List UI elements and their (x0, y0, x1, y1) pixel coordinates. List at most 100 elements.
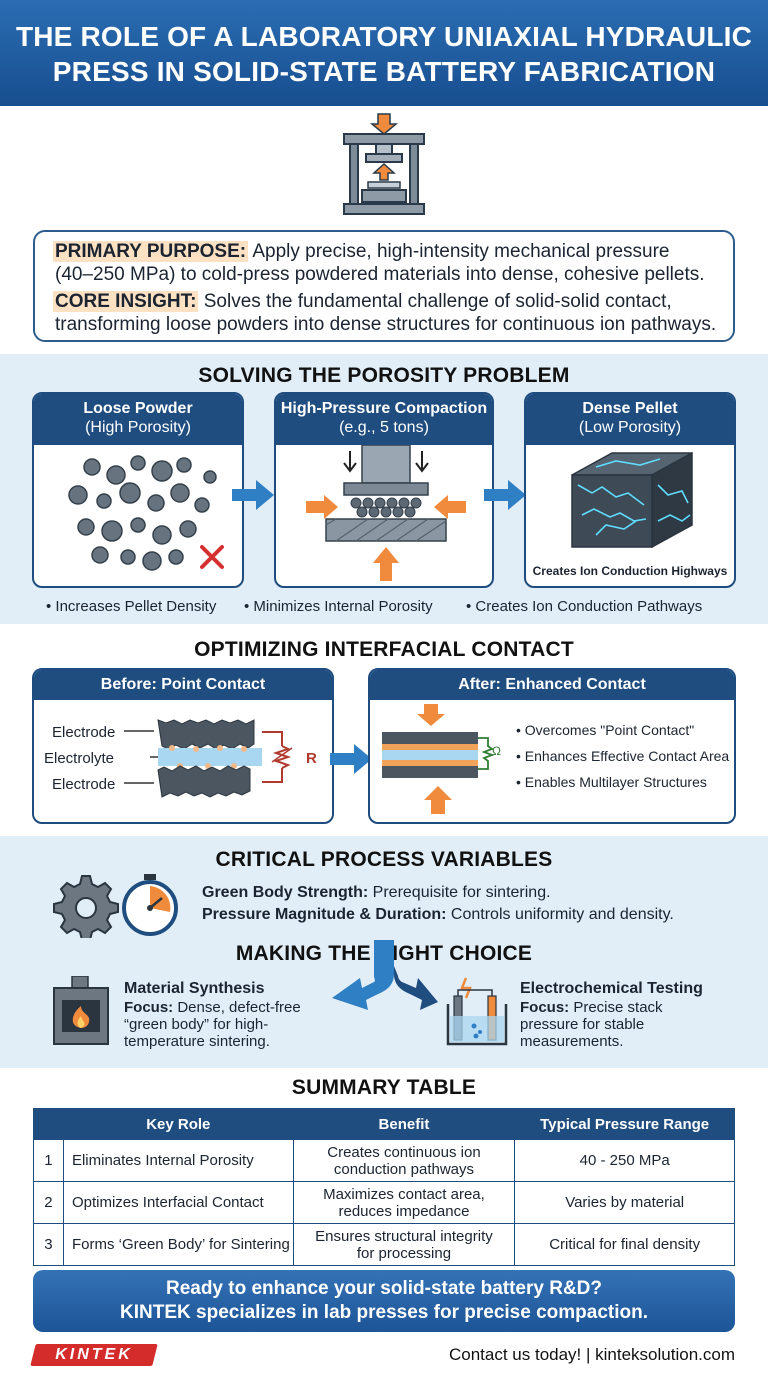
compaction-illustration (306, 444, 466, 581)
row-key-role: Forms ‘Green Body’ for Sintering (62, 1223, 294, 1266)
row-pressure-range: Varies by material (514, 1181, 735, 1224)
electrochemical-line-3: measurements. (520, 1033, 624, 1050)
arrow-right-icon (330, 744, 372, 774)
purpose-box: PRIMARY PURPOSE: Apply precise, high-int… (33, 230, 735, 342)
dense-pellet-panel: Dense Pellet (Low Porosity) Creates Ion … (524, 392, 736, 588)
electrode-top-label: Electrode (52, 724, 116, 741)
material-synthesis-focus: Focus: Dense, defect-free “green body” f… (124, 999, 301, 1050)
cta-line-2: KINTEK specializes in lab presses for pr… (120, 1302, 648, 1323)
gear-and-stopwatch-icons (53, 874, 178, 938)
interfacial-section-title: OPTIMIZING INTERFACIAL CONTACT (194, 638, 574, 661)
gear-icon (53, 875, 119, 938)
row-benefit-line-1: Maximizes contact area, (323, 1185, 485, 1203)
dense-pellet-title: Dense Pellet (582, 400, 678, 417)
hydraulic-press-icon (343, 113, 425, 215)
material-synthesis-focus-label: Focus: (124, 999, 174, 1016)
after-contact-header: After: Enhanced Contact (370, 670, 734, 700)
stopwatch-icon (122, 874, 178, 936)
variable-2-label: Pressure Magnitude & Duration: (202, 906, 447, 923)
ohm-label: Ω (492, 744, 501, 758)
arrow-right-icon (484, 480, 526, 510)
compaction-panel: High-Pressure Compaction (e.g., 5 tons) (274, 392, 494, 588)
furnace-icon (53, 976, 109, 1045)
loose-powder-header: Loose Powder (High Porosity) (34, 394, 242, 445)
title-line-2: PRESS IN SOLID-STATE BATTERY FABRICATION (52, 56, 716, 87)
ion-highways-caption: Creates Ion Conduction Highways (532, 564, 728, 578)
row-key-role: Eliminates Internal Porosity (62, 1139, 294, 1182)
kintek-logo[interactable]: KINTEK (30, 1344, 158, 1366)
electrochemical-cell-icon (446, 977, 508, 1046)
porosity-section: SOLVING THE POROSITY PROBLEM Loose Powde… (0, 354, 768, 624)
variables-section-title: CRITICAL PROCESS VARIABLES (215, 848, 553, 871)
variable-1-label: Green Body Strength: (202, 884, 369, 901)
core-insight-text-1: Solves the fundamental challenge of soli… (203, 291, 672, 312)
page-title: THE ROLE OF A LABORATORY UNIAXIAL HYDRAU… (0, 19, 768, 89)
core-insight-line-1: CORE INSIGHT: Solves the fundamental cha… (53, 290, 672, 313)
row-benefit-line-2: for processing (356, 1244, 452, 1262)
variable-item-1: Green Body Strength: Prerequisite for si… (202, 884, 551, 902)
row-number: 3 (33, 1223, 64, 1266)
summary-table-title: SUMMARY TABLE (291, 1076, 477, 1099)
dense-pellet-cube-illustration (571, 451, 693, 549)
porosity-bullet-1: • Increases Pellet Density (46, 598, 217, 615)
core-insight-text-2: transforming loose powders into dense st… (55, 314, 717, 335)
material-synthesis-title: Material Synthesis (124, 980, 265, 997)
loose-powder-panel: Loose Powder (High Porosity) (32, 392, 244, 588)
electrolyte-label: Electrolyte (44, 750, 115, 767)
interfacial-bullet-1: • Overcomes "Point Contact" (516, 722, 695, 738)
before-contact-panel: Before: Point Contact Electrode Electrol… (32, 668, 334, 824)
cta-line-1: Ready to enhance your solid-state batter… (165, 1278, 603, 1299)
arrow-right-icon (232, 480, 274, 510)
primary-purpose-text-1: Apply precise, high-intensity mechanical… (252, 241, 670, 262)
primary-purpose-text-2: (40–250 MPa) to cold-press powdered mate… (55, 264, 705, 285)
interfacial-bullet-2: • Enhances Effective Contact Area (516, 748, 730, 764)
material-synthesis-line-3: temperature sintering. (124, 1033, 270, 1050)
table-header-row: Key Role Benefit Typical Pressure Range (33, 1108, 735, 1140)
cross-icon (200, 545, 224, 569)
cta-banner[interactable]: Ready to enhance your solid-state batter… (33, 1270, 735, 1332)
table-row: 3 Forms ‘Green Body’ for Sintering Ensur… (33, 1223, 735, 1266)
row-benefit-line-1: Ensures structural integrity (315, 1227, 493, 1245)
title-banner: THE ROLE OF A LABORATORY UNIAXIAL HYDRAU… (0, 0, 768, 106)
primary-purpose-line-1: PRIMARY PURPOSE: Apply precise, high-int… (53, 240, 669, 263)
electrochemical-focus-label: Focus: (520, 999, 570, 1016)
before-contact-title: Before: Point Contact (100, 676, 266, 693)
after-contact-panel: After: Enhanced Contact Ω • Overcomes "P… (368, 668, 736, 824)
compaction-subtitle: (e.g., 5 tons) (339, 419, 429, 436)
material-synthesis-line-1: Dense, defect-free (173, 999, 301, 1016)
compaction-title: High-Pressure Compaction (280, 400, 488, 417)
table-header-key-role: Key Role (62, 1108, 294, 1140)
variable-item-2: Pressure Magnitude & Duration: Controls … (202, 906, 674, 924)
table-header-benefit: Benefit (292, 1108, 516, 1140)
row-benefit: Maximizes contact area,reduces impedance (292, 1181, 516, 1224)
variable-2-text: Controls uniformity and density. (446, 906, 674, 923)
primary-purpose-label: PRIMARY PURPOSE: (53, 241, 249, 262)
variable-1-text: Prerequisite for sintering. (368, 884, 551, 901)
before-contact-header: Before: Point Contact (34, 670, 332, 700)
title-line-1: THE ROLE OF A LABORATORY UNIAXIAL HYDRAU… (15, 21, 753, 52)
row-key-role: Optimizes Interfacial Contact (62, 1181, 294, 1224)
row-number: 2 (33, 1181, 64, 1224)
electrochemical-line-2: pressure for stable (520, 1016, 645, 1033)
table-row: 2 Optimizes Interfacial Contact Maximize… (33, 1181, 735, 1224)
point-contact-illustration (124, 719, 293, 798)
row-benefit-line-2: reduces impedance (338, 1202, 470, 1220)
electrochemical-testing-focus: Focus: Precise stack pressure for stable… (520, 999, 663, 1050)
loose-powder-illustration (68, 455, 224, 571)
table-header-pressure-range: Typical Pressure Range (514, 1108, 735, 1140)
summary-table: Key Role Benefit Typical Pressure Range … (33, 1108, 735, 1266)
enhanced-contact-illustration (382, 704, 495, 814)
row-benefit-line-2: conduction pathways (333, 1160, 475, 1178)
core-insight-label: CORE INSIGHT: (53, 291, 199, 312)
material-synthesis-line-2: “green body” for high- (124, 1016, 269, 1033)
row-benefit-line-1: Creates continuous ion (327, 1143, 481, 1161)
loose-powder-subtitle: (High Porosity) (85, 419, 191, 436)
table-row: 1 Eliminates Internal Porosity Creates c… (33, 1139, 735, 1182)
table-header-index (33, 1108, 64, 1140)
contact-link[interactable]: Contact us today! | kinteksolution.com (448, 1345, 735, 1364)
porosity-bullet-3: • Creates Ion Conduction Pathways (466, 598, 703, 615)
loose-powder-title: Loose Powder (83, 400, 193, 417)
row-number: 1 (33, 1139, 64, 1182)
